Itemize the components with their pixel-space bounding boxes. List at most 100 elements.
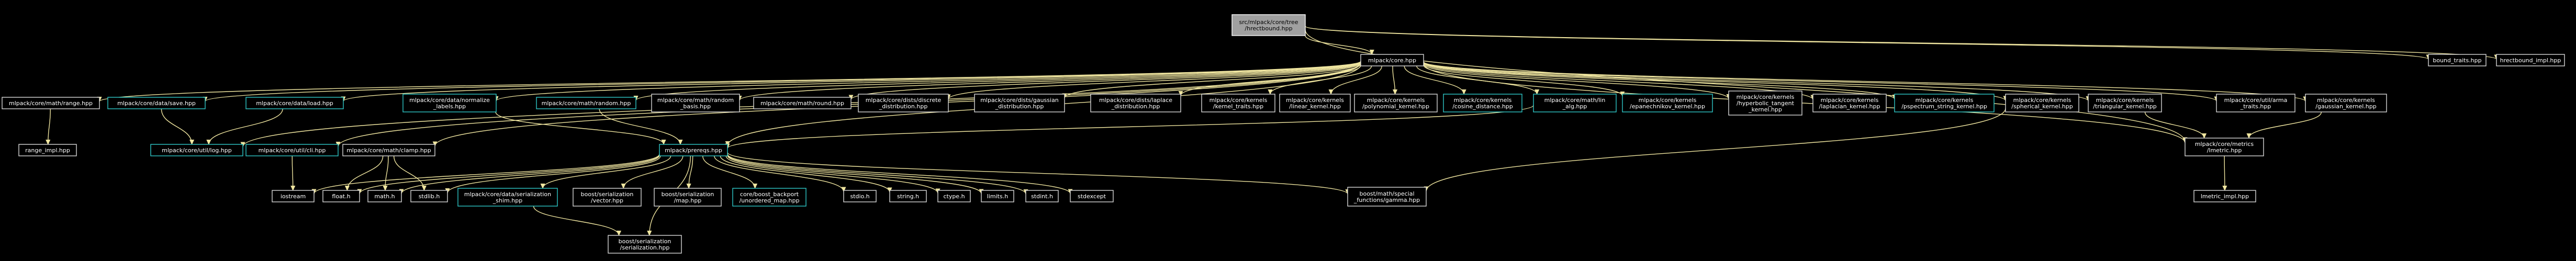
node-stdexcept[interactable]: stdexcept [1070, 190, 1114, 202]
node-triangular_kernel[interactable]: mlpack/core/kernels/triangular_kernel.hp… [2088, 94, 2162, 112]
node-box-stdio_h[interactable] [843, 190, 877, 202]
node-box-hyperbolic_tangent[interactable] [1728, 90, 1802, 116]
node-box-boost_serialization[interactable] [608, 235, 682, 254]
node-gaussian_kernel[interactable]: mlpack/core/kernels/gaussian_kernel.hpp [2305, 94, 2387, 112]
node-lmetric[interactable]: mlpack/core/metrics/lmetric.hpp [2185, 138, 2264, 156]
node-range_impl[interactable]: range_impl.hpp [18, 144, 77, 156]
node-cosine_distance[interactable]: mlpack/core/kernels/cosine_distance.hpp [1443, 94, 1522, 112]
node-box-cosine_distance[interactable] [1443, 94, 1522, 112]
node-log[interactable]: mlpack/core/util/log.hpp [150, 144, 243, 156]
node-util_arma_traits[interactable]: mlpack/core/util/arma_traits.hpp [2216, 94, 2295, 112]
node-box-polynomial_kernel[interactable] [1354, 94, 1438, 112]
node-core[interactable]: mlpack/core.hpp [1360, 54, 1424, 66]
node-box-gaussian_kernel[interactable] [2305, 94, 2387, 112]
node-prereqs[interactable]: mlpack/prereqs.hpp [659, 144, 728, 156]
node-box-util_arma_traits[interactable] [2216, 94, 2295, 112]
node-string_h[interactable]: string.h [889, 190, 927, 202]
node-range[interactable]: mlpack/core/math/range.hpp [2, 97, 100, 109]
node-stdio_h[interactable]: stdio.h [843, 190, 877, 202]
node-box-math_round[interactable] [753, 97, 852, 109]
node-box-gaussian_dist[interactable] [974, 94, 1065, 112]
node-box-unordered_map[interactable] [732, 188, 807, 207]
node-box-range_impl[interactable] [18, 144, 77, 156]
node-box-range[interactable] [2, 97, 100, 109]
node-hyperbolic_tangent[interactable]: mlpack/core/kernels/hyperbolic_tangent_k… [1728, 90, 1802, 116]
node-box-discrete_dist[interactable] [858, 94, 949, 112]
node-stdlib_h[interactable]: stdlib.h [410, 190, 448, 202]
node-root[interactable]: src/mlpack/core/tree/hrectbound.hpp [1231, 14, 1306, 36]
node-math_h[interactable]: math.h [367, 190, 402, 202]
node-epanechnikov_kernel[interactable]: mlpack/core/kernels/epanechnikov_kernel.… [1622, 94, 1713, 112]
node-math_random[interactable]: mlpack/core/math/random.hpp [536, 97, 636, 109]
node-box-ctype_h[interactable] [937, 190, 971, 202]
node-stdint_h[interactable]: stdint.h [1025, 190, 1059, 202]
node-normalize_labels[interactable]: mlpack/core/data/normalize_labels.hpp [402, 94, 497, 112]
node-box-bound_traits[interactable] [2428, 54, 2487, 66]
node-box-root[interactable] [1231, 14, 1306, 36]
node-math_round[interactable]: mlpack/core/math/round.hpp [753, 97, 852, 109]
node-float_h[interactable]: float.h [322, 190, 360, 202]
node-limits_h[interactable]: limits.h [981, 190, 1014, 202]
node-random_basis[interactable]: mlpack/core/math/random_basis.hpp [651, 94, 740, 112]
node-box-prereqs[interactable] [659, 144, 728, 156]
node-box-gamma[interactable] [1347, 187, 1427, 207]
node-lin_alg[interactable]: mlpack/core/math/lin_alg.hpp [1533, 94, 1617, 112]
node-save[interactable]: mlpack/core/data/save.hpp [107, 97, 206, 109]
node-box-iostream[interactable] [272, 190, 315, 202]
node-discrete_dist[interactable]: mlpack/core/dists/discrete_distribution.… [858, 94, 949, 112]
node-hrectbound_impl[interactable]: hrectbound_impl.hpp [2496, 54, 2565, 66]
node-box-spherical_kernel[interactable] [2005, 94, 2079, 112]
node-bound_traits[interactable]: bound_traits.hpp [2428, 54, 2487, 66]
node-polynomial_kernel[interactable]: mlpack/core/kernels/polynomial_kernel.hp… [1354, 94, 1438, 112]
node-linear_kernel[interactable]: mlpack/core/kernels/linear_kernel.hpp [1279, 94, 1351, 112]
node-box-log[interactable] [150, 144, 243, 156]
node-iostream[interactable]: iostream [272, 190, 315, 202]
node-box-linear_kernel[interactable] [1279, 94, 1351, 112]
node-box-boost_map[interactable] [654, 188, 722, 207]
node-box-normalize_labels[interactable] [402, 94, 497, 112]
node-clamp[interactable]: mlpack/core/math/clamp.hpp [342, 144, 435, 156]
node-box-stdexcept[interactable] [1070, 190, 1114, 202]
node-box-clamp[interactable] [342, 144, 435, 156]
node-box-epanechnikov_kernel[interactable] [1622, 94, 1713, 112]
node-pspectrum_string[interactable]: mlpack/core/kernels/pspectrum_string_ker… [1894, 94, 1995, 112]
node-box-lin_alg[interactable] [1533, 94, 1617, 112]
node-box-math_h[interactable] [367, 190, 402, 202]
node-box-lmetric[interactable] [2185, 138, 2264, 156]
node-box-triangular_kernel[interactable] [2088, 94, 2162, 112]
node-box-save[interactable] [107, 97, 206, 109]
node-gamma[interactable]: boost/math/special_functions/gamma.hpp [1347, 187, 1427, 207]
node-unordered_map[interactable]: core/boost_backport/unordered_map.hpp [732, 188, 807, 207]
node-box-laplacian_kernel[interactable] [1812, 94, 1887, 112]
node-laplace_dist[interactable]: mlpack/core/dists/laplace_distribution.h… [1090, 94, 1181, 112]
node-lmetric_impl[interactable]: lmetric_impl.hpp [2193, 190, 2256, 202]
node-box-limits_h[interactable] [981, 190, 1014, 202]
node-cli[interactable]: mlpack/core/util/cli.hpp [245, 144, 339, 156]
node-box-kernel_traits[interactable] [1201, 94, 1275, 112]
node-box-pspectrum_string[interactable] [1894, 94, 1995, 112]
node-box-math_random[interactable] [536, 97, 636, 109]
node-box-boost_vector[interactable] [573, 188, 642, 207]
node-load[interactable]: mlpack/core/data/load.hpp [245, 97, 344, 109]
node-box-string_h[interactable] [889, 190, 927, 202]
node-boost_map[interactable]: boost/serialization/map.hpp [654, 188, 722, 207]
node-box-laplace_dist[interactable] [1090, 94, 1181, 112]
node-box-stdlib_h[interactable] [410, 190, 448, 202]
node-spherical_kernel[interactable]: mlpack/core/kernels/spherical_kernel.hpp [2005, 94, 2079, 112]
node-gaussian_dist[interactable]: mlpack/core/dists/gaussian_distribution.… [974, 94, 1065, 112]
node-boost_serialization[interactable]: boost/serialization/serialization.hpp [608, 235, 682, 254]
node-boost_vector[interactable]: boost/serialization/vector.hpp [573, 188, 642, 207]
node-box-random_basis[interactable] [651, 94, 740, 112]
node-box-core[interactable] [1360, 54, 1424, 66]
node-box-float_h[interactable] [322, 190, 360, 202]
node-box-stdint_h[interactable] [1025, 190, 1059, 202]
node-box-extend_shim[interactable] [457, 188, 558, 207]
node-ctype_h[interactable]: ctype.h [937, 190, 971, 202]
node-box-hrectbound_impl[interactable] [2496, 54, 2565, 66]
node-kernel_traits[interactable]: mlpack/core/kernels/kernel_traits.hpp [1201, 94, 1275, 112]
node-box-cli[interactable] [245, 144, 339, 156]
node-laplacian_kernel[interactable]: mlpack/core/kernels/laplacian_kernel.hpp [1812, 94, 1887, 112]
node-box-lmetric_impl[interactable] [2193, 190, 2256, 202]
node-extend_shim[interactable]: mlpack/core/data/serialization_shim.hpp [457, 188, 558, 207]
node-box-load[interactable] [245, 97, 344, 109]
